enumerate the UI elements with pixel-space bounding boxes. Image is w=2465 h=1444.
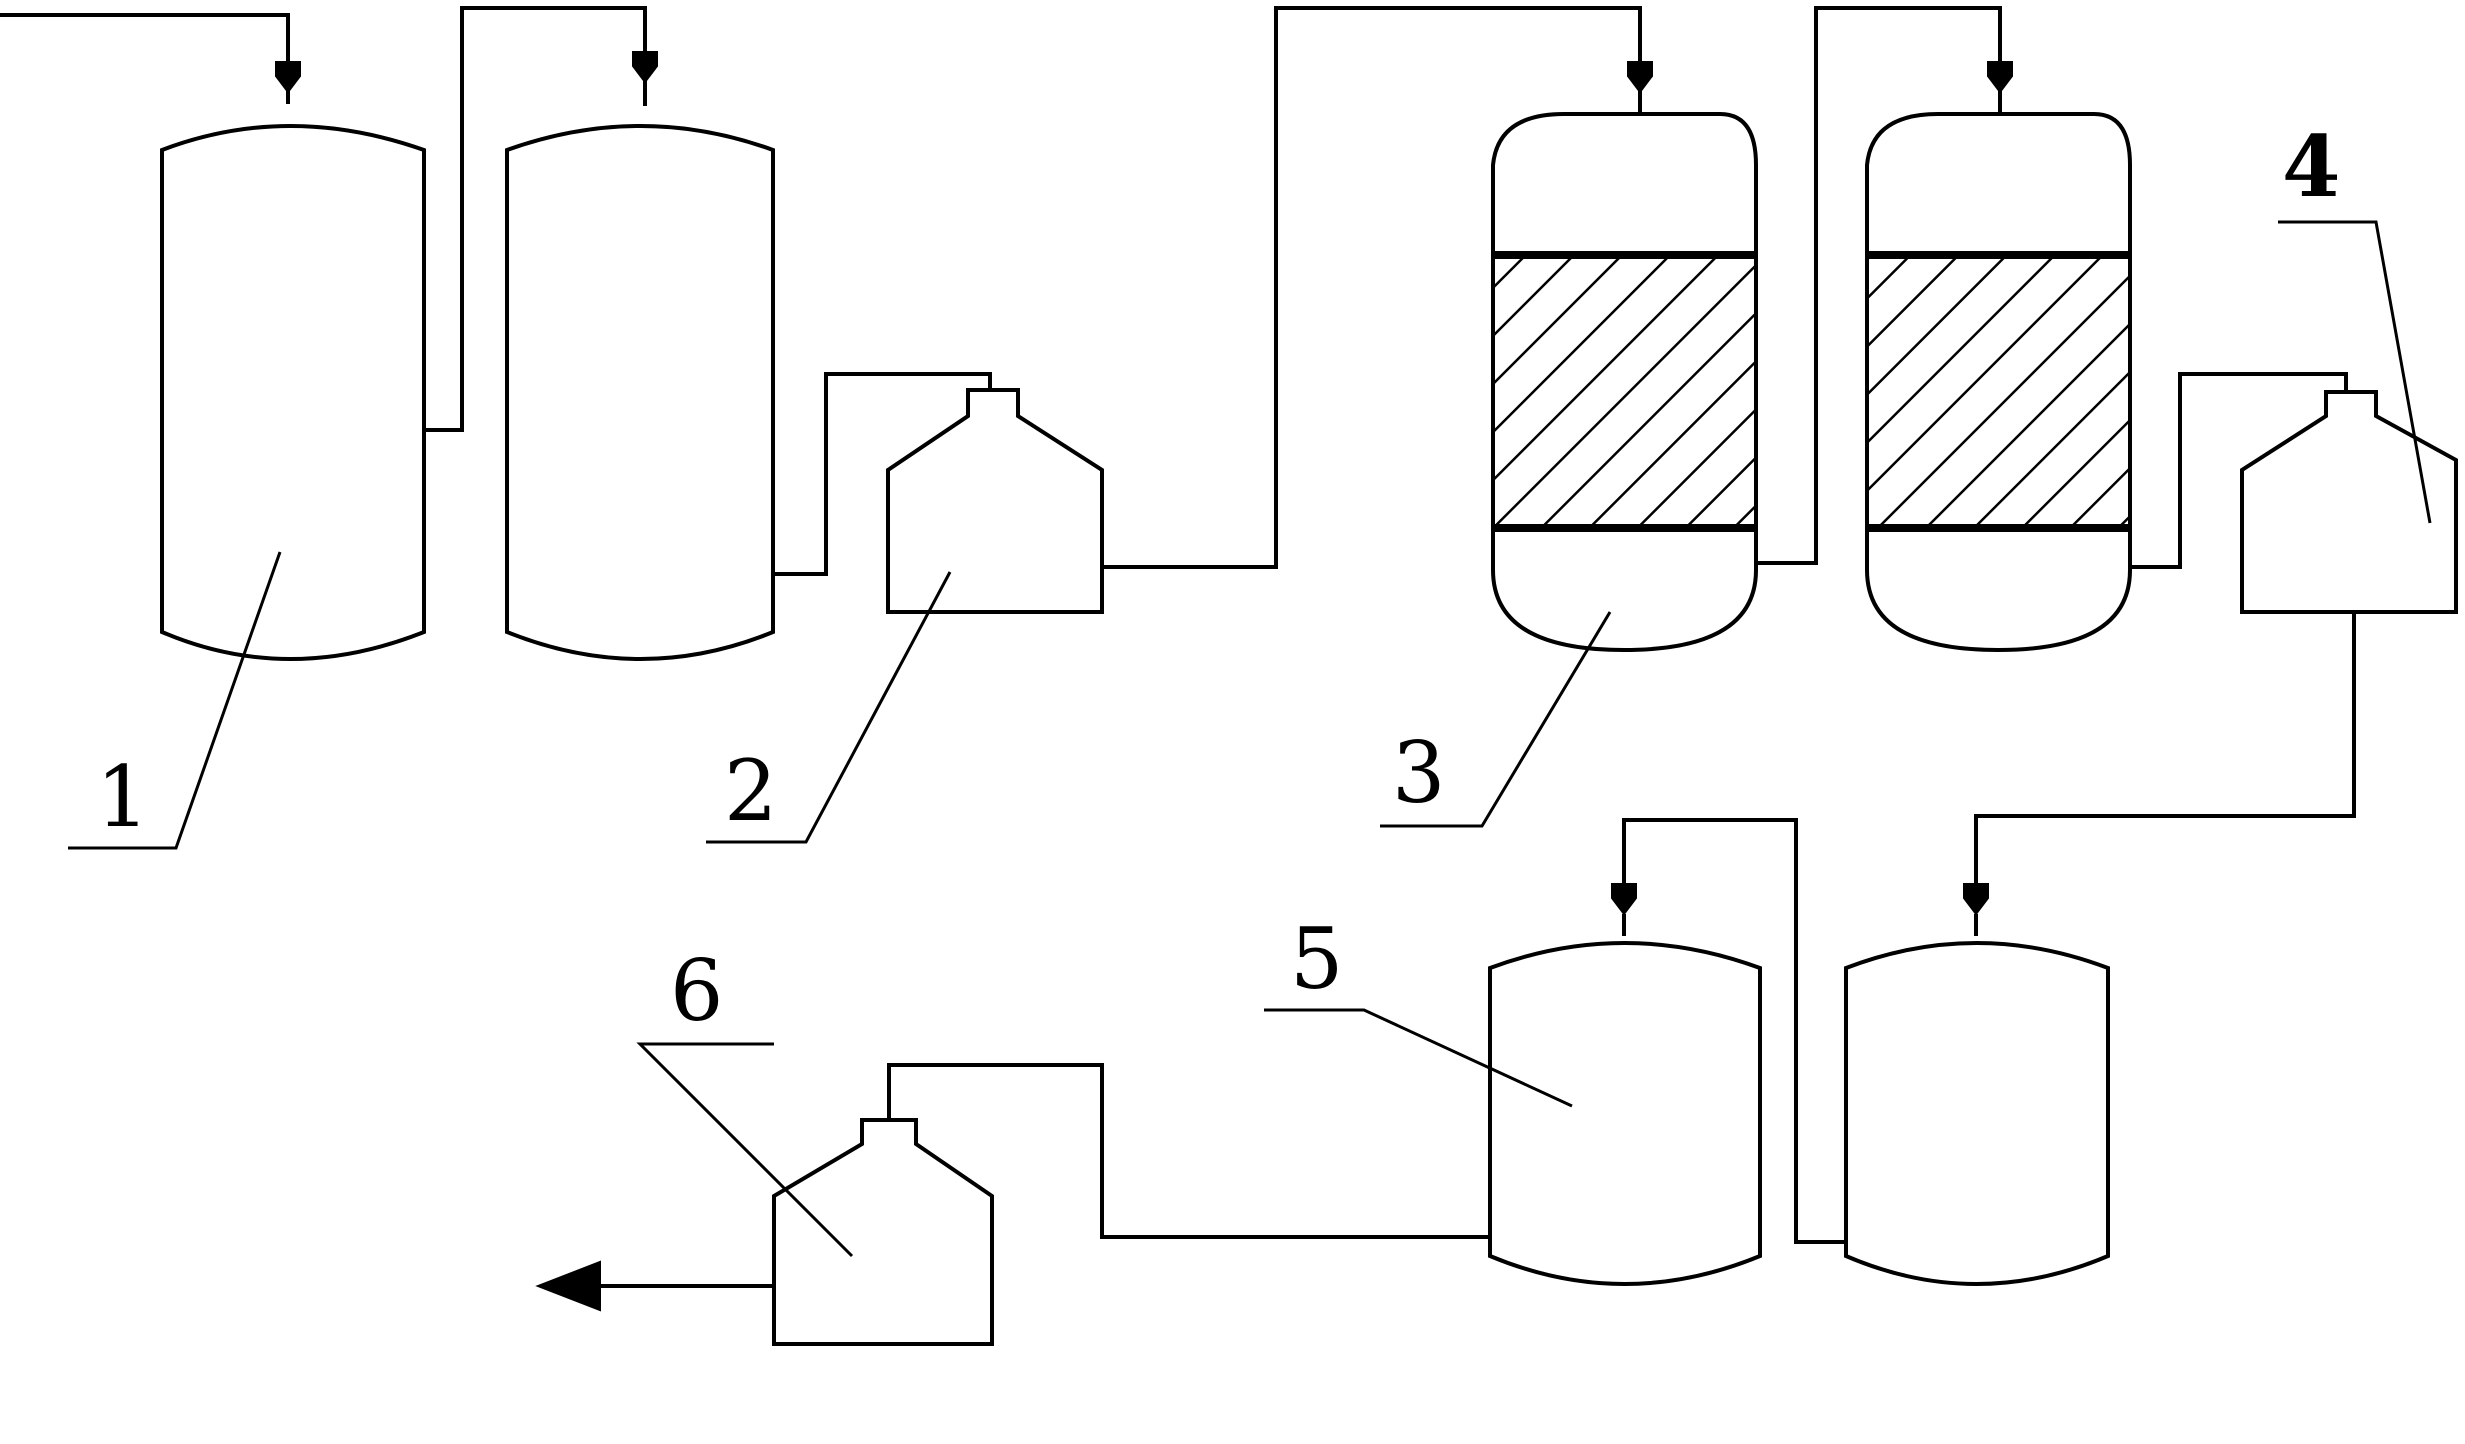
label-6: 6 <box>670 942 723 1040</box>
pipe-pump-4-to-vessel-5b <box>1974 612 2356 888</box>
label-1: 1 <box>96 748 149 846</box>
label-3: 3 <box>1392 724 1445 822</box>
pipe-3a-to-3b <box>1756 6 2002 565</box>
leader-line-6 <box>636 1042 854 1258</box>
pipe-3b-to-pump-4 <box>2130 372 2348 569</box>
vessel-1b <box>505 124 775 661</box>
leader-line-2 <box>706 571 952 844</box>
inlet-nozzle-1a <box>275 61 301 94</box>
pump-6 <box>772 1118 994 1346</box>
packed-bed-3a <box>1491 253 1758 530</box>
vessel-1a <box>160 124 426 661</box>
leader-line-5 <box>1264 1008 1573 1108</box>
column-3b <box>1865 112 2132 653</box>
inlet-nozzle-5b <box>1963 883 1989 916</box>
vessel-5a <box>1488 941 1762 1286</box>
pipe-pump-2-to-column-3 <box>1102 6 1642 569</box>
pipe-5b-to-5a <box>1622 818 1846 1244</box>
outlet-arrow-icon <box>535 1260 601 1312</box>
label-2: 2 <box>724 742 777 840</box>
pipe-1b-to-pump-2 <box>773 372 992 576</box>
pump-4 <box>2240 390 2458 614</box>
pipe-5a-to-pump-6 <box>887 1063 1490 1239</box>
pipe-1a-to-1b <box>424 6 647 432</box>
column-3a <box>1491 112 1758 653</box>
inlet-nozzle-3b <box>1987 61 2013 94</box>
inlet-nozzle-5a <box>1611 883 1637 916</box>
inlet-nozzle-3a <box>1627 61 1653 94</box>
feed-inlet-pipe <box>0 13 290 102</box>
leader-line-4 <box>2278 220 2432 524</box>
packed-bed-3b <box>1865 253 2132 530</box>
label-4: 4 <box>2282 117 2340 216</box>
label-5: 5 <box>1290 910 1343 1008</box>
leader-line-3 <box>1380 611 1612 828</box>
inlet-nozzle-1b <box>632 51 658 84</box>
vessel-5b <box>1844 941 2110 1286</box>
pump-2 <box>886 388 1104 614</box>
